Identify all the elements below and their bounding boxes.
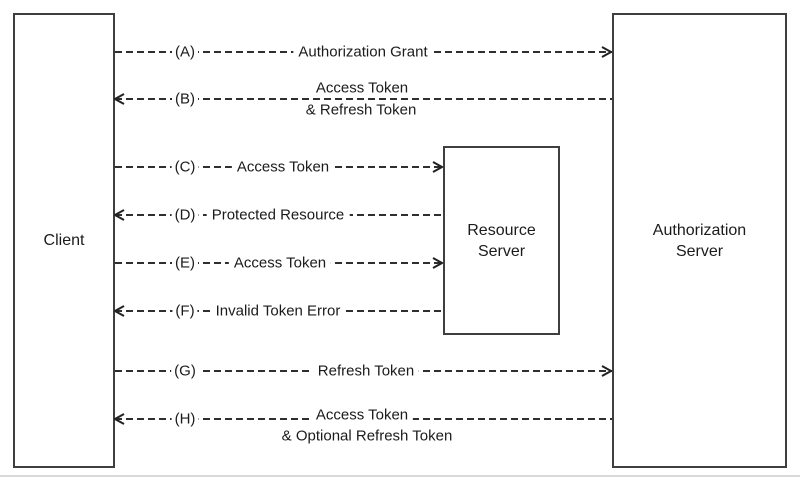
step-label: (G) (171, 362, 199, 380)
resource-server-box-label: Resource Server (467, 221, 536, 260)
page-bottom-rule (0, 475, 800, 477)
arrowhead-right-icon (432, 257, 443, 269)
arrowhead-left-icon (114, 305, 125, 317)
dashed-line (115, 98, 612, 100)
message-label: Refresh Token (312, 362, 420, 380)
step-label: (C) (171, 158, 199, 176)
message-label: Authorization Grant (293, 43, 433, 61)
authorization-server-box: Authorization Server (612, 13, 787, 468)
step-label: (B) (172, 90, 198, 108)
client-box: Client (13, 13, 115, 468)
message-label: Invalid Token Error (210, 302, 346, 320)
step-label: (H) (171, 410, 199, 428)
step-label: (A) (172, 43, 198, 61)
message-label: Protected Resource (206, 206, 350, 224)
step-label: (F) (172, 302, 198, 320)
arrowhead-left-icon (114, 413, 125, 425)
arrowhead-right-icon (601, 46, 612, 58)
arrowhead-left-icon (114, 209, 125, 221)
message-label-line1: Access Token (315, 79, 409, 97)
authorization-server-box-label: Authorization Server (652, 221, 747, 260)
resource-server-box: Resource Server (443, 146, 560, 335)
message-label: Access Token (228, 254, 332, 272)
client-box-label: Client (43, 232, 85, 249)
message-label-line1: Access Token (310, 406, 414, 424)
arrowhead-right-icon (601, 365, 612, 377)
arrowhead-right-icon (432, 161, 443, 173)
arrowhead-left-icon (114, 93, 125, 105)
step-label: (D) (171, 206, 199, 224)
message-label-line2: & Refresh Token (300, 101, 422, 119)
message-label-line2: & Optional Refresh Token (276, 427, 458, 445)
message-label: Access Token (231, 158, 335, 176)
step-label: (E) (172, 254, 198, 272)
